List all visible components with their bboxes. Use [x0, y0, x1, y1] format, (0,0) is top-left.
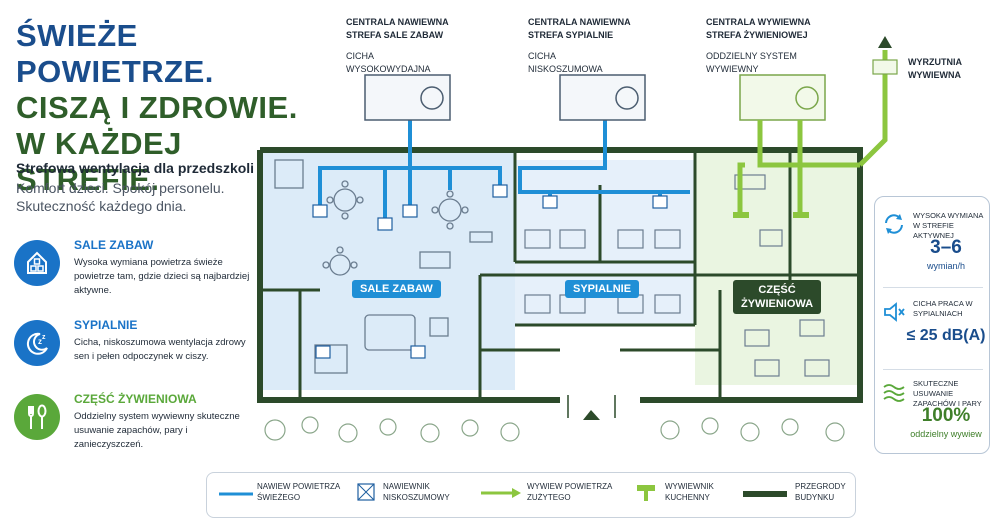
kitchen-hoods — [733, 212, 809, 218]
sleep-zone — [515, 160, 695, 325]
legend-label-1: NAWIEW POWIETRZA — [257, 482, 341, 491]
stat-value: 3–6 — [930, 237, 962, 258]
ahu-title-1: CENTRALA WYWIEWNA — [706, 17, 811, 27]
play-zone — [260, 150, 515, 390]
ahu-desc-2: WYWIEWNY — [706, 64, 759, 74]
stat-divider — [883, 369, 983, 370]
stats-panel: WYSOKA WYMIANA W STREFIE AKTYWNEJ 3–6 wy… — [874, 196, 990, 454]
legend-item-walls: PRZEGRODY BUDYNKU — [795, 481, 846, 503]
stat-value: ≤ 25 dB(A) — [906, 327, 986, 344]
ahu-desc-1: ODDZIELNY SYSTEM — [706, 51, 797, 61]
wall-line-icon — [743, 491, 787, 497]
supply-line-icon — [219, 492, 253, 496]
headline-line-2: CISZĄ I ZDROWIE. — [16, 90, 298, 125]
legend-label-1: WYWIEWNIK — [665, 482, 714, 491]
room-tag-play: SALE ZABAW — [352, 280, 441, 298]
diffuser-icon — [357, 483, 375, 501]
room-tag-dining-2: ŻYWIENIOWA — [741, 298, 814, 310]
legend-label-1: WYWIEW POWIETRZA — [527, 482, 613, 491]
legend-label-2: BUDYNKU — [795, 493, 835, 502]
ahu-title-2: STREFA SALE ZABAW — [346, 30, 444, 40]
landscape-trees — [264, 416, 845, 443]
legend-label-2: ZUŻYTEGO — [527, 493, 571, 502]
ahu-title-2: STREFA ŻYWIENIOWEJ — [706, 30, 808, 40]
stat-unit: wymian/h — [926, 261, 965, 271]
entrance-door — [567, 395, 616, 418]
headline: ŚWIEŻE POWIETRZE. CISZĄ I ZDROWIE. W KAŻ… — [16, 18, 316, 198]
stat-unit: oddzielny wywiew — [910, 429, 982, 439]
svg-text:z: z — [42, 334, 46, 341]
subline-2: Skuteczność każdego dnia. — [16, 198, 187, 214]
room-tag-dining-1: CZĘŚĆ — [758, 284, 796, 296]
diffusers — [312, 184, 668, 359]
ahu-label-dining: CENTRALA WYWIEWNA STREFA ŻYWIENIOWEJ ODD… — [706, 16, 811, 76]
stat-extraction: SKUTECZNE USUWANIE ZAPACHÓW I PARY 100% … — [875, 375, 991, 451]
legend-item-supply: NAWIEW POWIETRZA ŚWIEŻEGO — [257, 481, 340, 503]
stat-caption: WYSOKA WYMIANA W STREFIE AKTYWNEJ — [913, 211, 984, 240]
stat-divider — [883, 287, 983, 288]
ahu-desc-1: CICHA — [346, 51, 375, 61]
vapor-waves-icon — [883, 384, 905, 402]
legend-label-1: PRZEGRODY — [795, 482, 846, 491]
feature-title: SALE ZABAW — [74, 238, 154, 252]
legend-label-2: KUCHENNY — [665, 493, 710, 502]
feature-desc: Oddzielny system wywiewny skuteczne usuw… — [74, 411, 240, 450]
headline-line-1: ŚWIEŻE POWIETRZE. — [16, 18, 214, 89]
ahu-title-2: STREFA SYPIALNIE — [528, 30, 614, 40]
svg-text:z: z — [38, 337, 42, 346]
dining-zone — [695, 150, 860, 385]
stat-value: 100% — [921, 405, 971, 426]
exhaust-arrow-up — [878, 36, 892, 48]
feature-desc: Cicha, niskoszumowa wentylacja zdrowy se… — [74, 337, 246, 362]
subtitle: Strefowa wentylacja dla przedszkoli — [16, 160, 255, 176]
ahu-title-1: CENTRALA NAWIEWNA — [346, 17, 449, 27]
refresh-arrows-icon — [885, 214, 903, 234]
ahu-units — [364, 74, 826, 121]
entrance-marker — [583, 410, 600, 420]
exhaust-line-2: WYWIEWNA — [908, 70, 961, 80]
exhaust-line-1: WYRZUTNIA — [908, 57, 962, 67]
ahu-label-sleep: CENTRALA NAWIEWNA STREFA SYPIALNIE CICHA… — [528, 16, 631, 76]
legend-label-1: NAWIEWNIK — [383, 482, 430, 491]
legend-item-diffuser: NAWIEWNIK NISKOSZUMOWY — [383, 481, 450, 503]
stat-air-exchange: WYSOKA WYMIANA W STREFIE AKTYWNEJ 3–6 wy… — [875, 205, 991, 285]
feature-bedrooms: z z SYPIALNIE Cicha, niskoszumowa wentyl… — [14, 318, 254, 388]
stat-caption: CICHA PRACA W SYPIALNIACH — [913, 299, 973, 318]
exhaust-ducts — [737, 50, 888, 215]
ahu-label-play: CENTRALA NAWIEWNA STREFA SALE ZABAW CICH… — [346, 16, 449, 76]
legend-item-exhaust: WYWIEW POWIETRZA ZUŻYTEGO — [527, 481, 612, 503]
legend-label-2: ŚWIEŻEGO — [257, 493, 301, 502]
exhaust-outlet-label: WYRZUTNIA WYWIEWNA — [908, 56, 962, 82]
ahu-desc-2: WYSOKOWYDAJNA — [346, 64, 431, 74]
stat-noise: CICHA PRACA W SYPIALNIACH ≤ 25 dB(A) — [875, 293, 991, 369]
legend-item-hood: WYWIEWNIK KUCHENNY — [665, 481, 714, 503]
legend: NAWIEW POWIETRZA ŚWIEŻEGO NAWIEWNIK NISK… — [206, 472, 856, 518]
stat-caption: SKUTECZNE USUWANIE ZAPACHÓW I PARY — [913, 379, 982, 408]
exhaust-arrow-icon — [481, 488, 521, 498]
interior-walls — [260, 150, 860, 400]
ahu-desc-1: CICHA — [528, 51, 557, 61]
headline-line-3: W KAŻDEJ STREFIE. — [16, 126, 182, 197]
feature-dining: CZĘŚĆ ŻYWIENIOWA Oddzielny system wywiew… — [14, 392, 254, 462]
room-tag-sleep: SYPIALNIE — [565, 280, 640, 298]
fork-spoon-icon — [14, 394, 60, 440]
legend-label-2: NISKOSZUMOWY — [383, 493, 450, 502]
subline-1: Komfort dzieci. Spokój personelu. — [16, 180, 225, 196]
moon-zz-icon: z z — [14, 320, 60, 366]
ahu-desc-2: NISKOSZUMOWA — [528, 64, 603, 74]
feature-desc: Wysoka wymiana powietrza świeże powietrz… — [74, 257, 250, 296]
feature-play-rooms: SALE ZABAW Wysoka wymiana powietrza świe… — [14, 238, 254, 308]
exhaust-outlet — [872, 59, 898, 75]
kitchen-hood-icon — [637, 485, 655, 501]
play-furniture — [274, 159, 493, 374]
feature-title: CZĘŚĆ ŻYWIENIOWA — [74, 392, 197, 406]
building-blocks-icon — [14, 240, 60, 286]
dining-tables — [734, 174, 830, 377]
feature-title: SYPIALNIE — [74, 318, 138, 332]
speaker-mute-icon — [884, 302, 905, 322]
room-tag-dining: CZĘŚĆ ŻYWIENIOWA — [733, 280, 822, 314]
ahu-title-1: CENTRALA NAWIEWNA — [528, 17, 631, 27]
